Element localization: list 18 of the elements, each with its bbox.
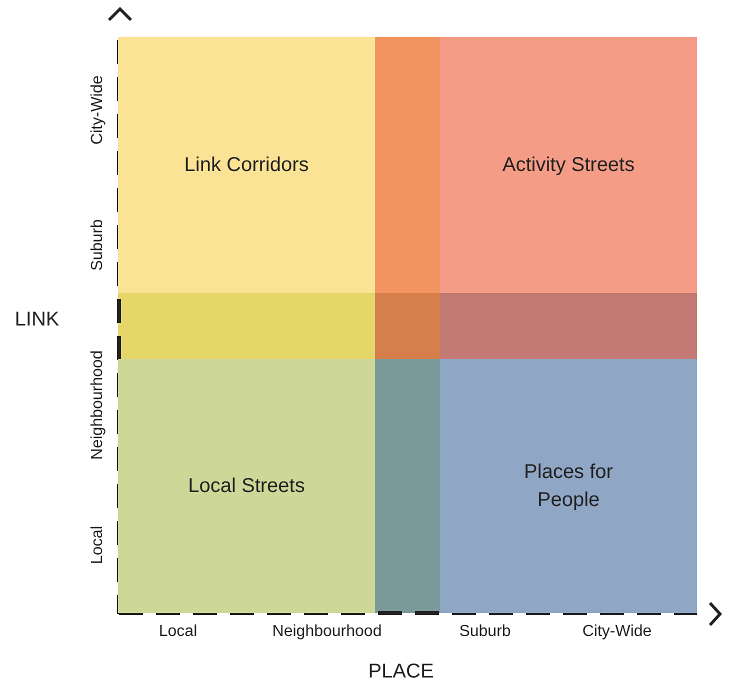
quadrant-title: Activity Streets xyxy=(502,153,635,178)
axis-tick-label: Local xyxy=(89,526,107,564)
axis-title: PLACE xyxy=(368,660,434,684)
axis-tick-label: Local xyxy=(158,623,198,641)
quadrant xyxy=(440,37,697,293)
axis-title: LINK xyxy=(14,308,60,332)
axis-tick-label: City-Wide xyxy=(89,75,107,145)
quadrant-title: Local Streets xyxy=(188,474,305,499)
quadrant xyxy=(440,359,697,613)
axis-tick-label: Suburb xyxy=(459,623,511,641)
quadrant-title: Link Corridors xyxy=(184,153,309,178)
axis-tick-label: Neighbourhood xyxy=(272,623,382,641)
quadrant-title: Places for People xyxy=(523,460,614,513)
quadrant xyxy=(118,37,375,293)
axis-tick-label: Neighbourhood xyxy=(89,350,107,460)
quadrant xyxy=(118,359,375,613)
axis-tick-label: City-Wide xyxy=(582,623,652,641)
axis-tick-label: Suburb xyxy=(89,219,107,271)
